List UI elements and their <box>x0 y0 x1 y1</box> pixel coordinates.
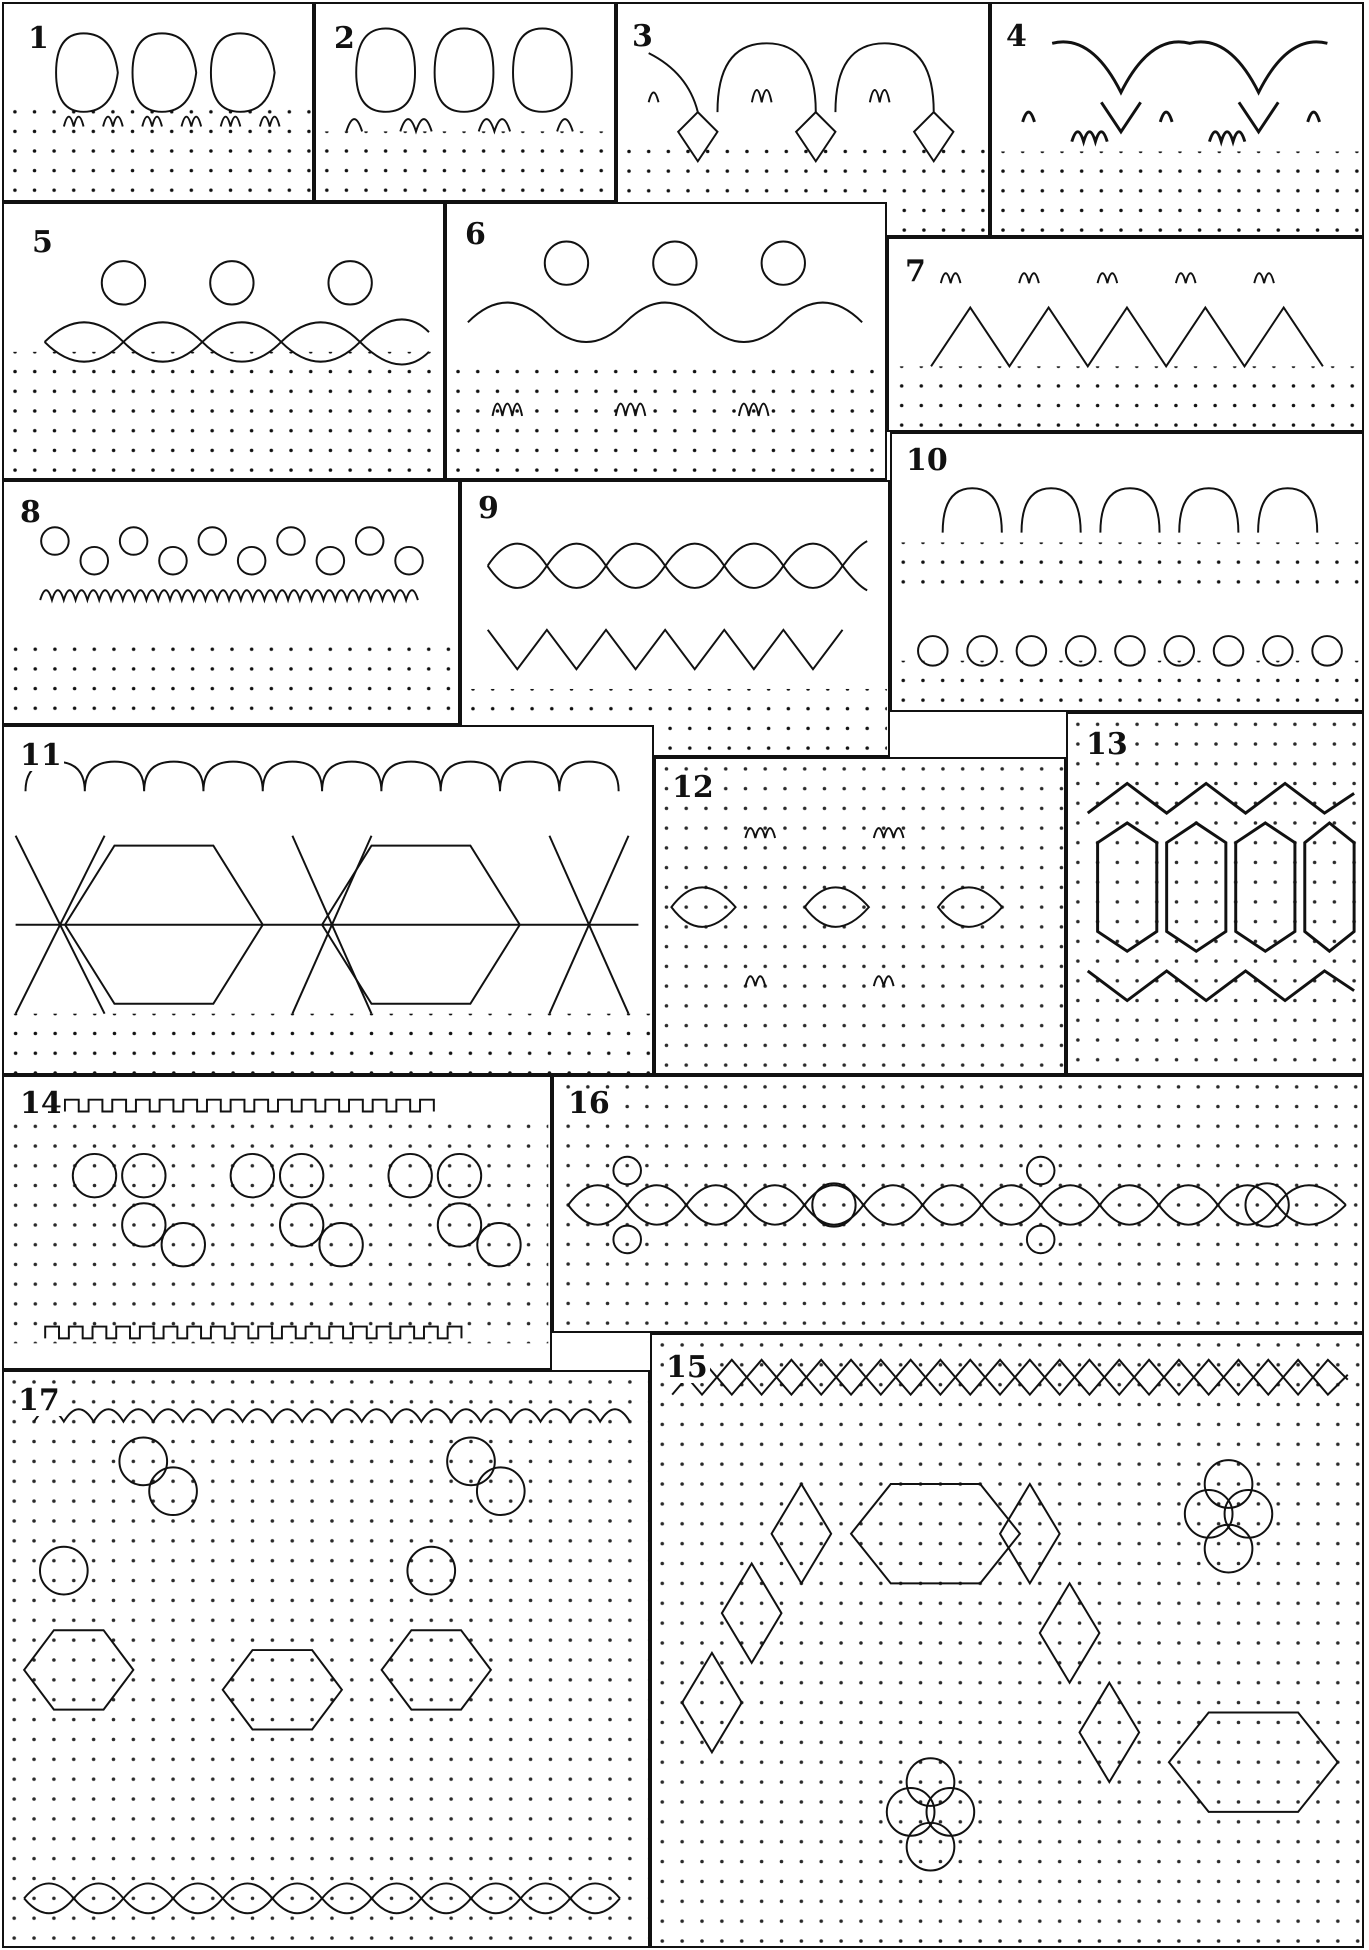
lace-pattern-16 <box>554 1077 1362 1331</box>
pattern-panel-1: 1 <box>2 2 314 202</box>
pattern-panel-12: 12 <box>654 757 1066 1075</box>
panel-number: 14 <box>18 1089 64 1119</box>
pattern-panel-4: 4 <box>990 2 1364 237</box>
panel-number: 6 <box>463 220 488 250</box>
pattern-panel-13: 13 <box>1066 712 1364 1075</box>
panel-number: 3 <box>630 22 655 52</box>
pattern-panel-6: 6 <box>445 202 887 480</box>
pattern-panel-5: 5 <box>2 202 445 480</box>
panel-number: 15 <box>664 1353 710 1383</box>
lace-pattern-4 <box>992 4 1362 235</box>
pattern-panel-14: 14 <box>2 1075 552 1370</box>
pattern-panel-11: 11 <box>2 725 654 1075</box>
lace-pattern-5 <box>4 204 443 478</box>
lace-pattern-17 <box>4 1372 648 1946</box>
lace-pattern-7 <box>889 239 1362 430</box>
lace-pattern-8 <box>4 482 458 723</box>
panel-number: 16 <box>566 1089 612 1119</box>
panel-number: 17 <box>16 1386 62 1416</box>
panel-number: 1 <box>26 24 51 54</box>
pattern-panel-2: 2 <box>314 2 616 202</box>
panel-number: 9 <box>476 494 501 524</box>
panel-number: 2 <box>332 24 357 54</box>
panel-number: 11 <box>18 741 64 771</box>
lace-pattern-14 <box>4 1077 550 1368</box>
panel-number: 13 <box>1084 730 1130 760</box>
lace-pattern-13 <box>1068 714 1362 1073</box>
lace-pattern-3 <box>618 4 988 235</box>
panel-number: 7 <box>903 257 928 287</box>
pattern-panel-15: 15 <box>650 1333 1364 1948</box>
pattern-panel-17: 17 <box>2 1370 650 1948</box>
pattern-panel-9: 9 <box>460 480 890 757</box>
pattern-panel-8: 8 <box>2 480 460 725</box>
panel-number: 8 <box>18 498 43 528</box>
lace-pattern-9 <box>462 482 888 755</box>
pattern-panel-10: 10 <box>890 432 1364 712</box>
lace-pattern-6 <box>447 204 885 478</box>
lace-pattern-2 <box>316 4 614 200</box>
lace-pattern-11 <box>4 727 652 1073</box>
lace-pattern-12 <box>656 759 1064 1073</box>
lace-pattern-15 <box>652 1335 1362 1946</box>
panel-number: 4 <box>1004 22 1029 52</box>
pattern-panel-16: 16 <box>552 1075 1364 1333</box>
lace-pattern-10 <box>892 434 1362 710</box>
pattern-panel-7: 7 <box>887 237 1364 432</box>
panel-number: 10 <box>904 446 950 476</box>
panel-number: 5 <box>30 228 55 258</box>
panel-number: 12 <box>670 773 716 803</box>
